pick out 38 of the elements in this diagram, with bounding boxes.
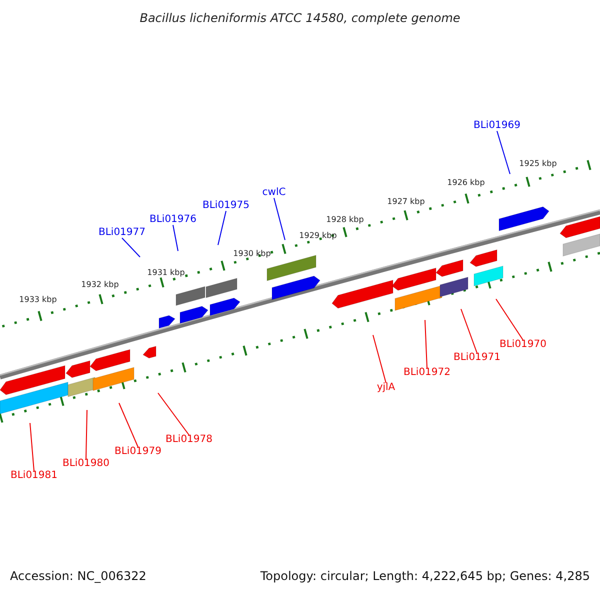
gene-label: BLi01970 xyxy=(499,340,547,350)
scale-label: 1932 kbp xyxy=(81,281,119,289)
gene-label: cwlC xyxy=(262,188,286,198)
leader-line xyxy=(218,210,226,246)
scale-label: 1927 kbp xyxy=(387,198,425,206)
scale-label: 1928 kbp xyxy=(326,216,364,224)
leader-line xyxy=(460,308,478,354)
gene-label: BLi01971 xyxy=(453,353,501,363)
scale-label: 1930 kbp xyxy=(233,250,271,258)
leader-line xyxy=(372,334,386,384)
gene-label: BLi01969 xyxy=(473,121,521,131)
leader-line xyxy=(496,298,524,340)
gene-label: BLi01977 xyxy=(98,228,146,238)
gene-label: BLi01975 xyxy=(202,201,250,211)
gene-label: yjlA xyxy=(376,383,396,393)
gene-label: BLi01978 xyxy=(165,435,213,445)
scale-label: 1933 kbp xyxy=(19,296,57,304)
footer-text: Accession: NC_006322 xyxy=(10,570,146,582)
scale-label: 1929 kbp xyxy=(299,232,337,240)
leader-line xyxy=(274,198,286,240)
leader-line xyxy=(424,320,428,368)
leader-line xyxy=(86,410,88,460)
leader-line xyxy=(496,130,510,174)
gene-label: BLi01976 xyxy=(149,215,197,225)
gene-label: BLi01980 xyxy=(62,459,110,469)
scale-label: 1925 kbp xyxy=(519,160,557,168)
leader-line xyxy=(30,422,34,472)
gene-label: BLi01972 xyxy=(403,368,451,378)
leader-line xyxy=(122,238,140,258)
title: Bacillus licheniformis ATCC 14580, complete genome xyxy=(140,12,460,24)
leader-line xyxy=(118,402,138,448)
scale-label: 1931 kbp xyxy=(147,269,185,277)
gene-label: BLi01979 xyxy=(114,447,162,457)
gene-label: BLi01981 xyxy=(10,471,58,481)
footer-text: Topology: circular; Length: 4,222,645 bp; Genes: 4,285 xyxy=(260,570,590,582)
leader-line xyxy=(158,392,190,436)
leader-line xyxy=(172,224,178,252)
scale-label: 1926 kbp xyxy=(447,179,485,187)
